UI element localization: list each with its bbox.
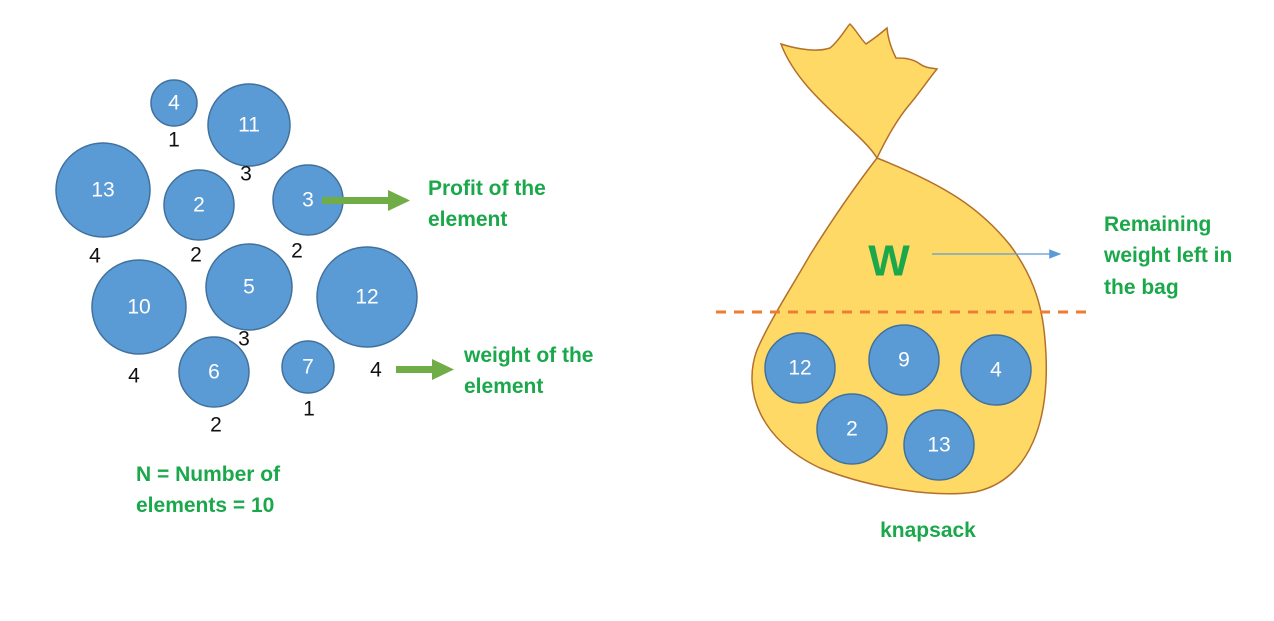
bag-item: 4 [960,334,1032,406]
element-profit: 11 [238,114,260,137]
element-profit: 3 [302,189,314,212]
element-item: 5 3 [205,243,293,351]
element-profit: 6 [208,361,220,384]
element-profit: 10 [127,296,150,319]
knapsack-label: knapsack [880,519,976,542]
n-elements-label: N = Number of elements = 10 [136,463,286,517]
element-weight: 1 [303,398,315,421]
element-profit: 4 [168,92,180,115]
bag-item-profit: 4 [990,359,1002,382]
element-profit: 2 [193,194,205,217]
element-circle [163,169,235,241]
weight-label-line2: element [464,375,543,398]
element-item: 13 4 [55,142,151,268]
element-item: 3 2 [272,164,344,263]
element-circle [55,142,151,238]
bag-item-circle [868,324,940,396]
bag-item: 13 [903,409,975,481]
element-weight: 4 [89,245,101,268]
element-weight: 2 [210,414,222,437]
element-item: 11 3 [207,83,291,186]
element-circle [91,259,187,355]
remaining-line3: the bag [1104,276,1179,299]
bag-item: 9 [868,324,940,396]
element-item: 2 2 [163,169,235,267]
bag-item-circle [816,393,888,465]
weight-annotation: weight of the element [396,344,599,398]
element-item: 6 2 [178,336,250,437]
w-symbol: W [868,237,910,286]
element-circle [150,79,198,127]
remaining-line2: weight left in [1103,244,1232,267]
element-item: 10 4 [91,259,187,388]
bag-item-profit: 9 [898,349,910,372]
profit-label: Profit of the element [428,177,552,231]
element-weight: 2 [291,240,303,263]
bag-items-group: 12 9 4 2 13 [764,324,1032,481]
element-circle [205,243,293,331]
element-item: 4 1 [150,79,198,152]
element-profit: 7 [302,356,314,379]
element-profit: 12 [355,286,378,309]
bag-item-circle [960,334,1032,406]
profit-annotation: Profit of the element [322,177,552,231]
weight-label: weight of the element [463,344,599,398]
element-weight: 4 [370,359,382,382]
element-item: 7 1 [281,340,335,421]
element-circle [316,246,418,348]
bag-item-profit: 12 [788,357,811,380]
bag-item-circle [764,332,836,404]
element-circle [207,83,291,167]
element-circle [281,340,335,394]
n-elements-line1: N = Number of [136,463,281,486]
remaining-weight-label: Remaining weight left in the bag [1103,213,1238,299]
element-weight: 3 [240,163,252,186]
weight-arrow-icon [396,359,454,380]
bag-item: 2 [816,393,888,465]
bag-item-circle [903,409,975,481]
elements-group: 4 1 11 3 13 4 2 2 3 2 5 3 [55,79,418,437]
bag-top-flap [779,23,939,160]
bag-item-profit: 2 [846,418,858,441]
profit-label-line2: element [428,208,507,231]
element-weight: 3 [238,328,250,351]
element-item: 12 4 [316,246,418,382]
bag-item-profit: 13 [927,434,950,457]
profit-label-line1: Profit of the [428,177,546,200]
element-circle [178,336,250,408]
element-weight: 4 [128,365,140,388]
bag-item: 12 [764,332,836,404]
element-profit: 13 [91,179,114,202]
profit-arrow-icon [322,190,410,211]
element-weight: 2 [190,244,202,267]
remaining-line1: Remaining [1104,213,1211,236]
weight-label-line1: weight of the [463,344,594,367]
n-elements-line2: elements = 10 [136,494,274,517]
element-weight: 1 [168,129,180,152]
element-profit: 5 [243,276,255,299]
